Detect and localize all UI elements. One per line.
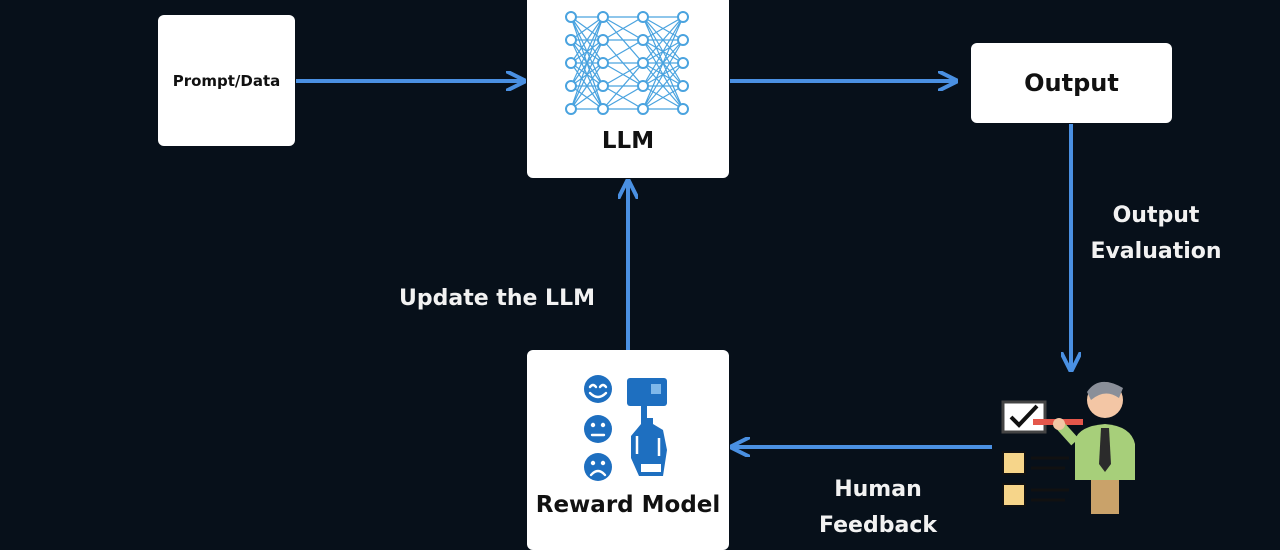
llm-label: LLM bbox=[601, 128, 655, 154]
neural-network-icon bbox=[565, 11, 689, 115]
emotion-faces-icon bbox=[584, 375, 612, 481]
output-label: Output bbox=[1024, 69, 1119, 97]
output-node: Output bbox=[971, 43, 1172, 123]
human-feedback-label: Human Feedback bbox=[808, 472, 948, 544]
update-llm-label: Update the LLM bbox=[399, 286, 595, 311]
human-feedback-line1: Human bbox=[834, 477, 922, 502]
reward-model-label: Reward Model bbox=[535, 492, 721, 518]
human-feedback-line2: Feedback bbox=[819, 513, 937, 538]
output-evaluation-label: Output Evaluation bbox=[1086, 198, 1226, 270]
llm-node: LLM bbox=[527, 0, 729, 178]
output-evaluation-line2: Evaluation bbox=[1090, 239, 1222, 264]
prompt-data-node: Prompt/Data bbox=[158, 15, 295, 146]
hand-touch-icon bbox=[627, 378, 667, 476]
output-evaluation-line1: Output bbox=[1112, 203, 1200, 228]
prompt-data-label: Prompt/Data bbox=[172, 71, 281, 90]
reward-model-node: Reward Model bbox=[527, 350, 729, 550]
human-evaluator-icon bbox=[1001, 381, 1135, 514]
